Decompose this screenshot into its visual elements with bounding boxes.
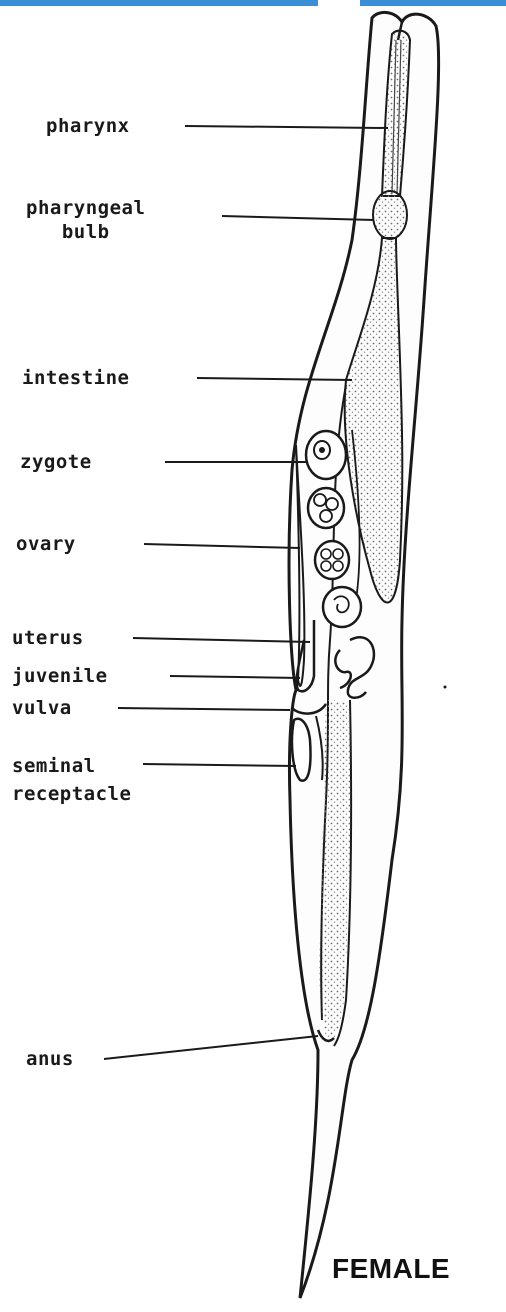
label-zygote: zygote (20, 449, 92, 475)
leader-seminal-receptacle (143, 764, 296, 766)
pharyngeal-bulb-shape (373, 191, 407, 239)
leader-pharyngeal-bulb (222, 216, 374, 220)
label-uterus: uterus (12, 625, 84, 651)
seminal-receptacle-shape (292, 719, 311, 781)
embryo-4cell (315, 541, 349, 579)
label-anus: anus (26, 1046, 74, 1072)
leader-juvenile (170, 676, 300, 678)
body-outline (289, 12, 439, 1298)
label-pharynx: pharynx (46, 113, 130, 139)
zygote-cell (306, 431, 346, 479)
embryo-coiled (323, 587, 361, 627)
diagram-title: FEMALE (332, 1253, 450, 1285)
leader-vulva (118, 708, 290, 710)
leader-anus (104, 1036, 318, 1059)
label-intestine: intestine (22, 365, 129, 391)
label-ovary: ovary (16, 531, 76, 557)
label-pharyngeal-bulb: pharyngeal bulb (26, 196, 145, 244)
leader-pharynx (185, 126, 388, 128)
leader-ovary (144, 544, 300, 548)
label-vulva: vulva (12, 695, 72, 721)
leader-uterus (133, 638, 310, 642)
label-juvenile: juvenile (12, 663, 108, 689)
label-seminal-receptacle: seminal receptacle (12, 752, 131, 808)
